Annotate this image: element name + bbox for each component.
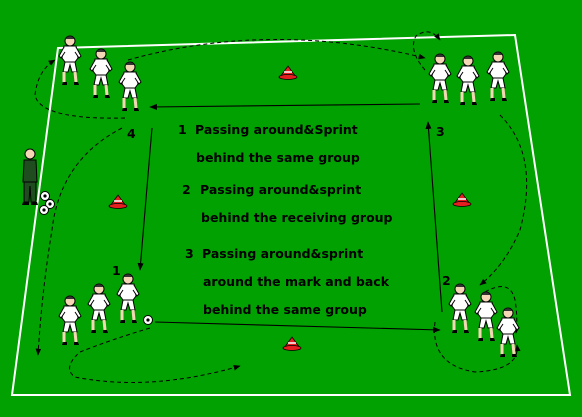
coach-figure [22,148,38,205]
pass-arrow-4-to-1 [137,127,153,271]
run-bottom-left-loop [69,327,241,383]
pass-arrows [137,103,443,333]
pass-arrow-3-to-4 [149,103,421,111]
instructions: 1 Passing around&Sprint behind the same … [178,122,393,317]
instruction-3-line-2: around the mark and back [203,274,390,289]
instruction-1-line-2: behind the same group [196,150,360,165]
ball-icon [39,205,49,215]
run-right-side [479,114,528,286]
station-label-1: 1 [112,263,121,278]
pass-arrow-1-to-2 [154,321,441,333]
instruction-3-line-1: Passing around&sprint [202,246,363,261]
run-top-left-loop [34,59,126,119]
run-right-mark [484,286,520,334]
instruction-1-line-1: Passing around&Sprint [195,122,358,137]
instruction-2-line-2: behind the receiving group [201,210,393,225]
run-top-right-loop [413,31,441,71]
pass-arrow-2-to-3 [425,121,443,313]
run-bottom-right-loop [434,321,521,373]
run-left-side [35,127,123,356]
instruction-number-2: 2 [182,182,191,197]
ball-icon [143,315,153,325]
station-label-3: 3 [436,124,445,139]
station-label-4: 4 [127,126,136,141]
ball-icon [40,191,50,201]
instruction-3-line-3: behind the same group [203,302,367,317]
sprint-runs [34,31,528,383]
instruction-2-line-1: Passing around&sprint [200,182,361,197]
station-label-2: 2 [442,273,451,288]
pitch-boundary [10,33,572,396]
instruction-number-1: 1 [178,122,187,137]
instruction-number-3: 3 [185,246,194,261]
run-top-arc [127,39,426,61]
